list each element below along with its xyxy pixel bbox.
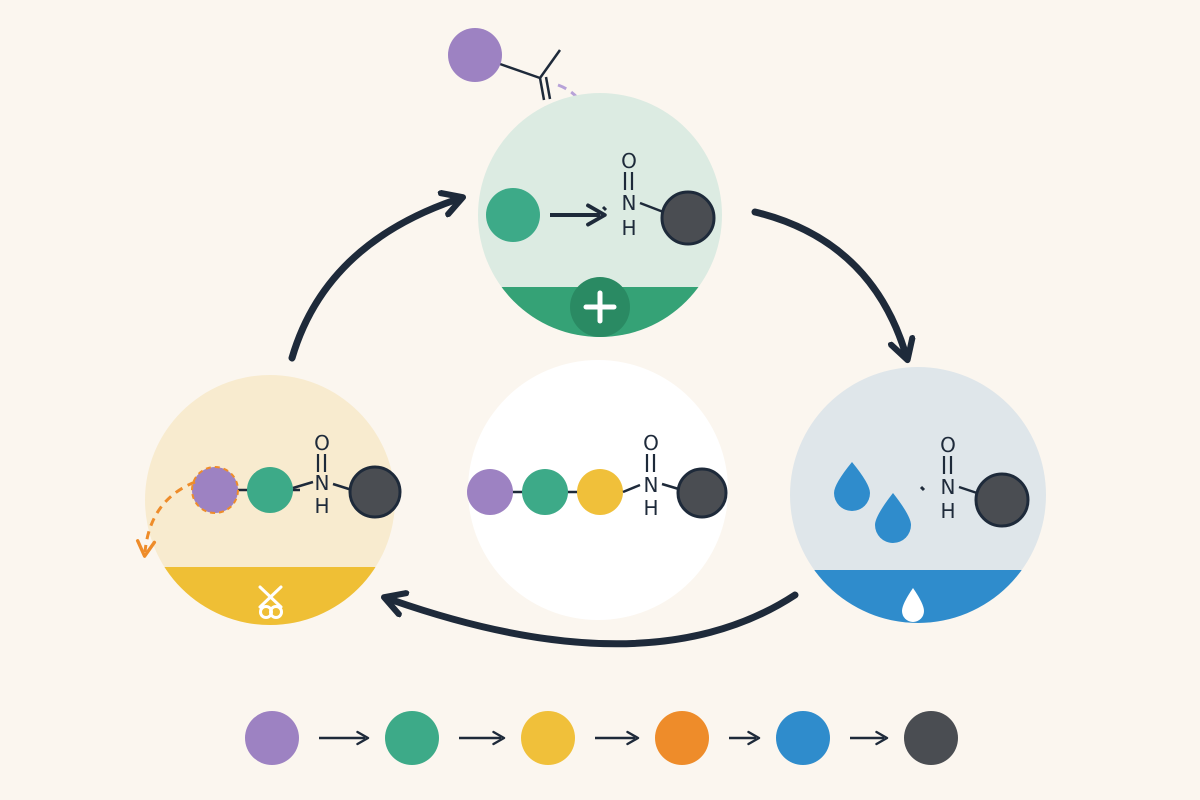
monomer-sequence-legend xyxy=(245,711,958,765)
coupling-oxygen-label: O xyxy=(621,149,637,173)
cycle-arrow-to-wash xyxy=(751,208,905,352)
legend-bead-dark xyxy=(904,711,958,765)
resin-bead xyxy=(676,467,728,519)
monomer-bead-purple xyxy=(448,28,502,82)
product-station: O N H xyxy=(467,360,728,620)
product-oxygen-label: O xyxy=(643,431,659,455)
protecting-group-bead xyxy=(191,466,239,514)
legend-bead-blue xyxy=(776,711,830,765)
legend-bead-green xyxy=(385,711,439,765)
wash-station-background xyxy=(790,367,1046,623)
water-drop-icon xyxy=(834,462,870,511)
resin-bead xyxy=(660,190,716,246)
water-drop-icon xyxy=(875,493,911,543)
chain-bead-green xyxy=(247,467,293,513)
deprotection-nitrogen-label: N xyxy=(315,471,330,495)
coupling-hydrogen-label: H xyxy=(621,216,636,240)
resin-bead xyxy=(348,465,402,519)
scissors-icon xyxy=(258,585,283,619)
product-nitrogen-label: N xyxy=(644,473,659,497)
cycle-arrow-to-deprotection xyxy=(392,595,799,648)
deprotection-oxygen-label: O xyxy=(314,431,330,455)
product-hydrogen-label: H xyxy=(643,496,658,520)
cycle-arrow-to-coupling xyxy=(288,200,455,362)
wash-nitrogen-label: N xyxy=(941,475,956,499)
coupling-nitrogen-label: N xyxy=(622,191,637,215)
chain-bead-yellow xyxy=(577,469,623,515)
chain-bead-green xyxy=(522,469,568,515)
water-drop-icon xyxy=(902,588,924,622)
chain-bead-purple xyxy=(467,469,513,515)
protecting-group-removal-arrow xyxy=(135,480,196,558)
legend-bead-yellow xyxy=(521,711,575,765)
coupling-station: O N H xyxy=(478,93,722,337)
resin-bead xyxy=(974,472,1030,528)
wash-oxygen-label: O xyxy=(940,433,956,457)
wash-hydrogen-label: H xyxy=(940,499,955,523)
coupling-green-bead xyxy=(486,188,540,242)
legend-bead-orange xyxy=(655,711,709,765)
legend-bead-purple xyxy=(245,711,299,765)
wash-station: O N H xyxy=(790,367,1046,623)
deprotection-station: O N H xyxy=(135,375,402,625)
deprotection-hydrogen-label: H xyxy=(314,494,329,518)
cycle-arrows xyxy=(288,200,905,648)
